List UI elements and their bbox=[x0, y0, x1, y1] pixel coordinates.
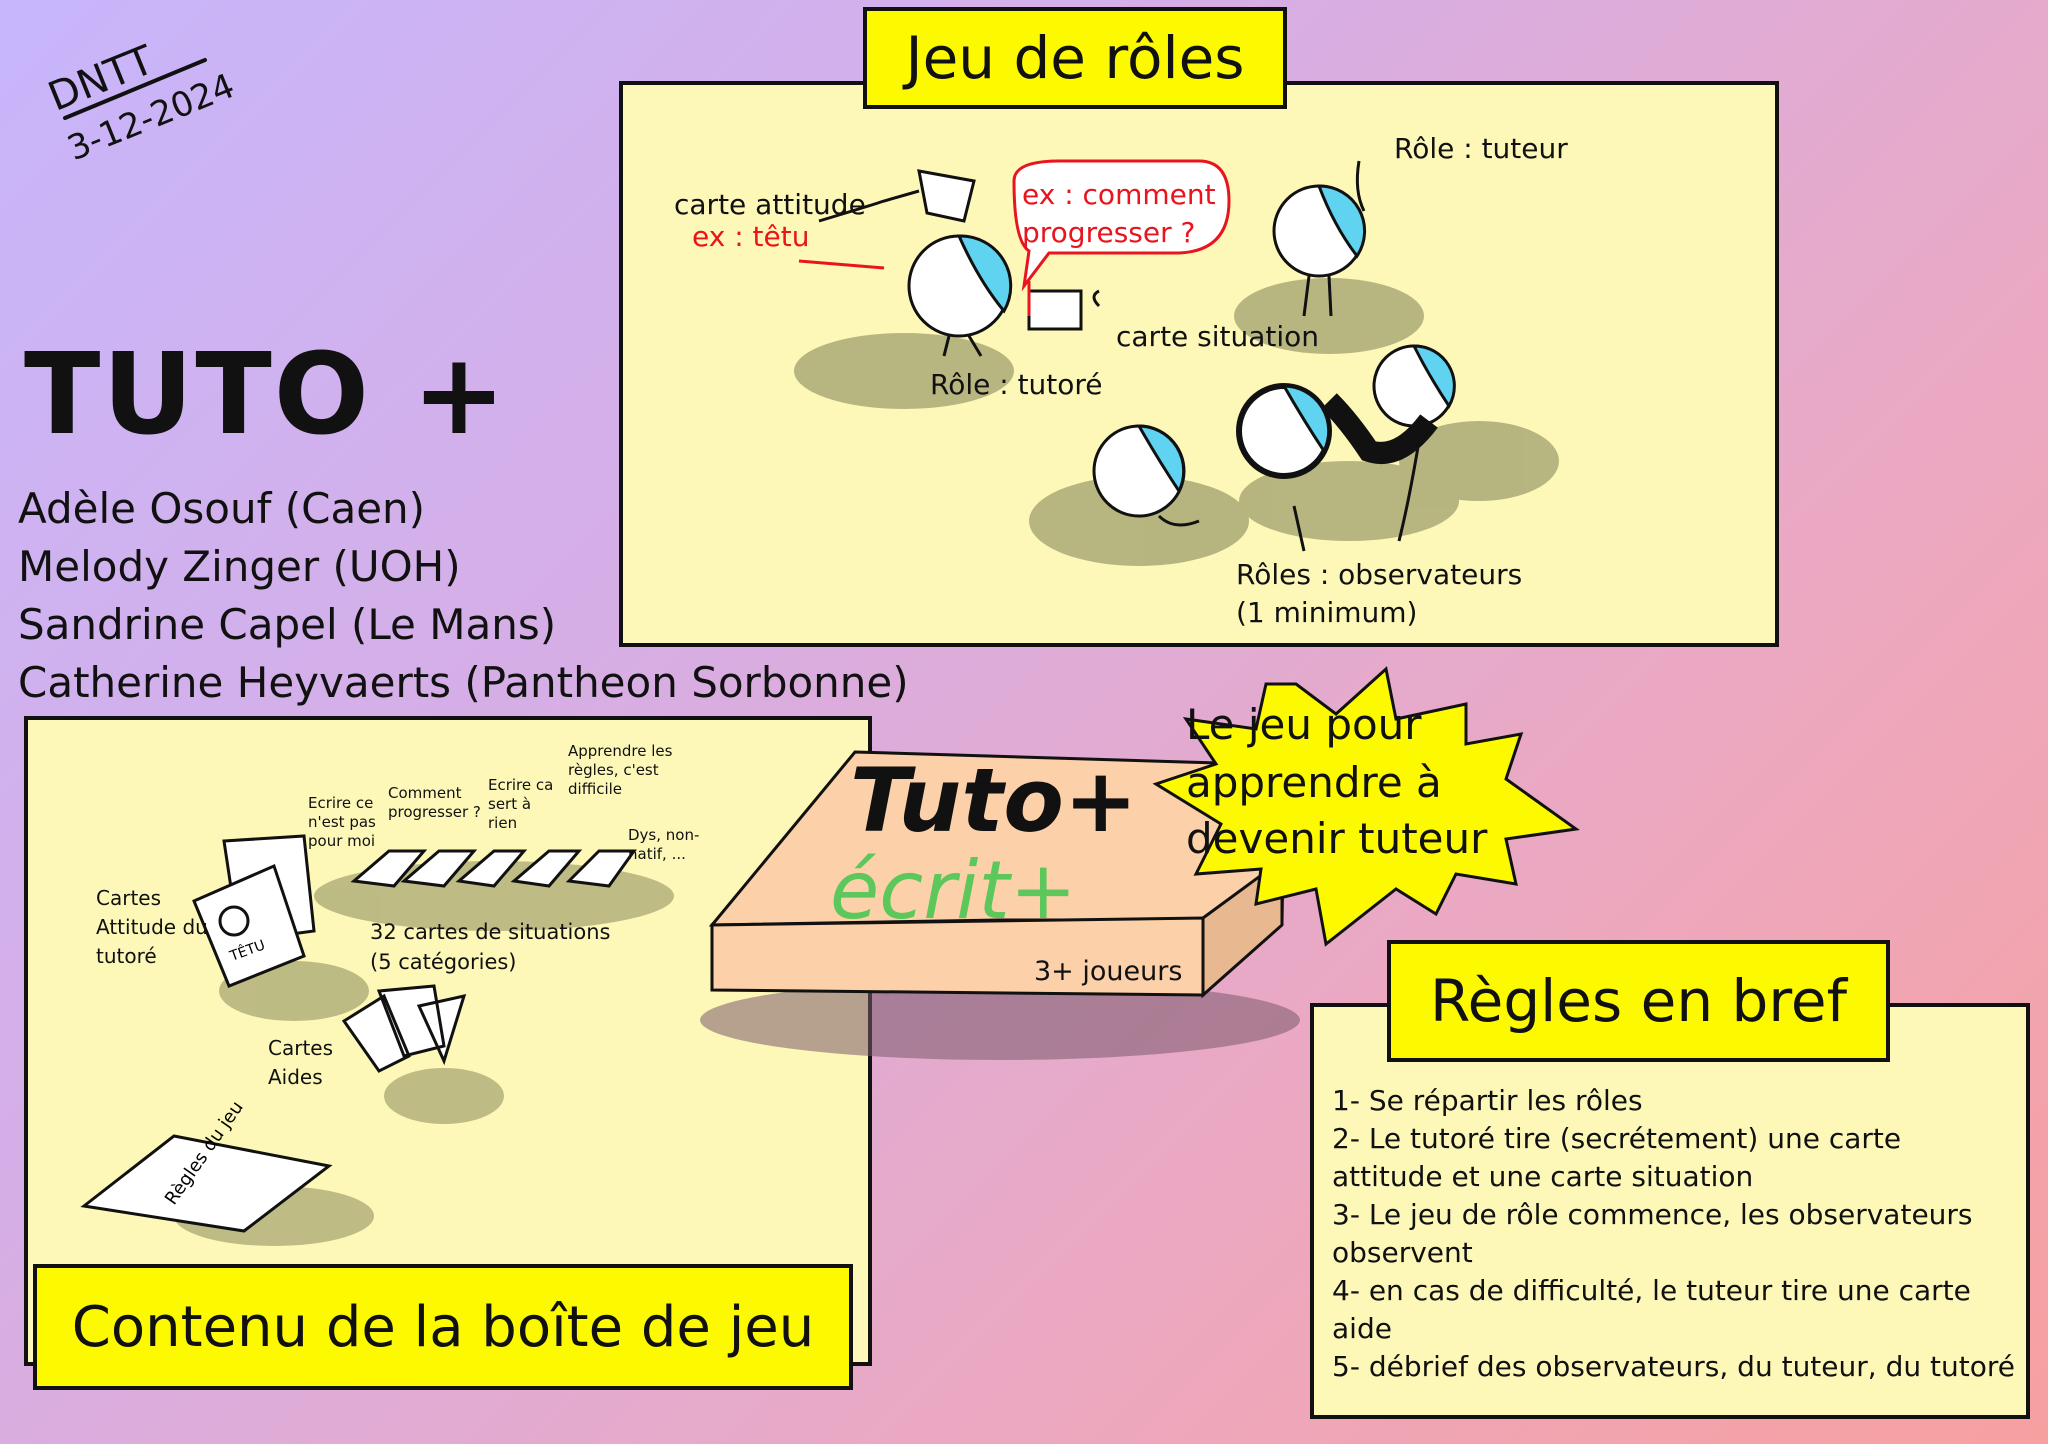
authors: Adèle Osouf (Caen) Melody Zinger (UOH) S… bbox=[18, 480, 909, 712]
label-situations-cat: (5 catégories) bbox=[370, 950, 517, 974]
rule-line: attitude et une carte situation bbox=[1332, 1160, 1754, 1193]
rule-line: 2- Le tutoré tire (secrétement) une cart… bbox=[1332, 1122, 1902, 1155]
author: Catherine Heyvaerts (Pantheon Sorbonne) bbox=[18, 658, 909, 707]
label-ex-tetu: ex : têtu bbox=[692, 220, 810, 253]
roles-panel-title: Jeu de rôles bbox=[863, 7, 1287, 109]
situation-example: Dys, non-natif, ... bbox=[628, 826, 700, 863]
starburst-text: Le jeu pour bbox=[1186, 700, 1422, 749]
label-cartes-attitude: Cartes Attitude du tutoré bbox=[96, 886, 208, 968]
rule-line: 3- Le jeu de rôle commence, les observat… bbox=[1332, 1198, 1973, 1231]
author: Adèle Osouf (Caen) bbox=[18, 484, 426, 533]
rules-list: 1- Se répartir les rôles 2- Le tutoré ti… bbox=[1332, 1082, 2015, 1386]
label-observateurs: Rôles : observateurs bbox=[1236, 558, 1523, 591]
box-contents-title: Contenu de la boîte de jeu bbox=[33, 1264, 853, 1390]
signature-line bbox=[63, 58, 207, 120]
main-title: TUTO + bbox=[24, 330, 508, 460]
label-role-tutore: Rôle : tutoré bbox=[930, 368, 1103, 401]
author: Sandrine Capel (Le Mans) bbox=[18, 600, 557, 649]
label-carte-attitude: carte attitude bbox=[674, 188, 866, 221]
game-box-logo-sub: écrit+ bbox=[830, 844, 1077, 937]
label-observateurs-min: (1 minimum) bbox=[1236, 596, 1418, 629]
game-box-logo: Tuto+ bbox=[850, 749, 1138, 852]
starburst-text: devenir tuteur bbox=[1186, 814, 1488, 863]
starburst-text: apprendre à bbox=[1186, 758, 1442, 807]
label-situations: 32 cartes de situations bbox=[370, 920, 611, 944]
bubble-text: progresser ? bbox=[1022, 216, 1196, 249]
rule-line: aide bbox=[1332, 1312, 1392, 1345]
label-role-tuteur: Rôle : tuteur bbox=[1394, 132, 1568, 165]
rule-line: 1- Se répartir les rôles bbox=[1332, 1084, 1643, 1117]
starburst bbox=[1152, 666, 1580, 947]
game-box bbox=[700, 750, 1300, 1060]
rules-panel-title: Règles en bref bbox=[1387, 940, 1890, 1062]
roles-illustration bbox=[794, 159, 1559, 566]
situation-example: Comment progresser ? bbox=[388, 784, 481, 821]
situation-example: Ecrire ce n'est pas pour moi bbox=[308, 794, 376, 850]
bubble-text: ex : comment bbox=[1022, 178, 1216, 211]
box-contents-illustration: TÊTU Règles du jeu bbox=[80, 834, 674, 1246]
label-cartes-aides: Cartes Aides bbox=[268, 1036, 334, 1089]
game-box-players: 3+ joueurs bbox=[1034, 956, 1183, 987]
author: Melody Zinger (UOH) bbox=[18, 542, 461, 591]
rule-line: 4- en cas de difficulté, le tuteur tire … bbox=[1332, 1274, 1971, 1307]
speech-bubble bbox=[1012, 159, 1231, 292]
rule-line: 5- débrief des observateurs, du tuteur, … bbox=[1332, 1350, 2015, 1383]
rule-line: observent bbox=[1332, 1236, 1473, 1269]
situation-example: Ecrire ca sert à rien bbox=[488, 776, 554, 832]
situation-example: Apprendre les règles, c'est difficile bbox=[568, 742, 673, 798]
label-carte-situation: carte situation bbox=[1116, 320, 1320, 353]
